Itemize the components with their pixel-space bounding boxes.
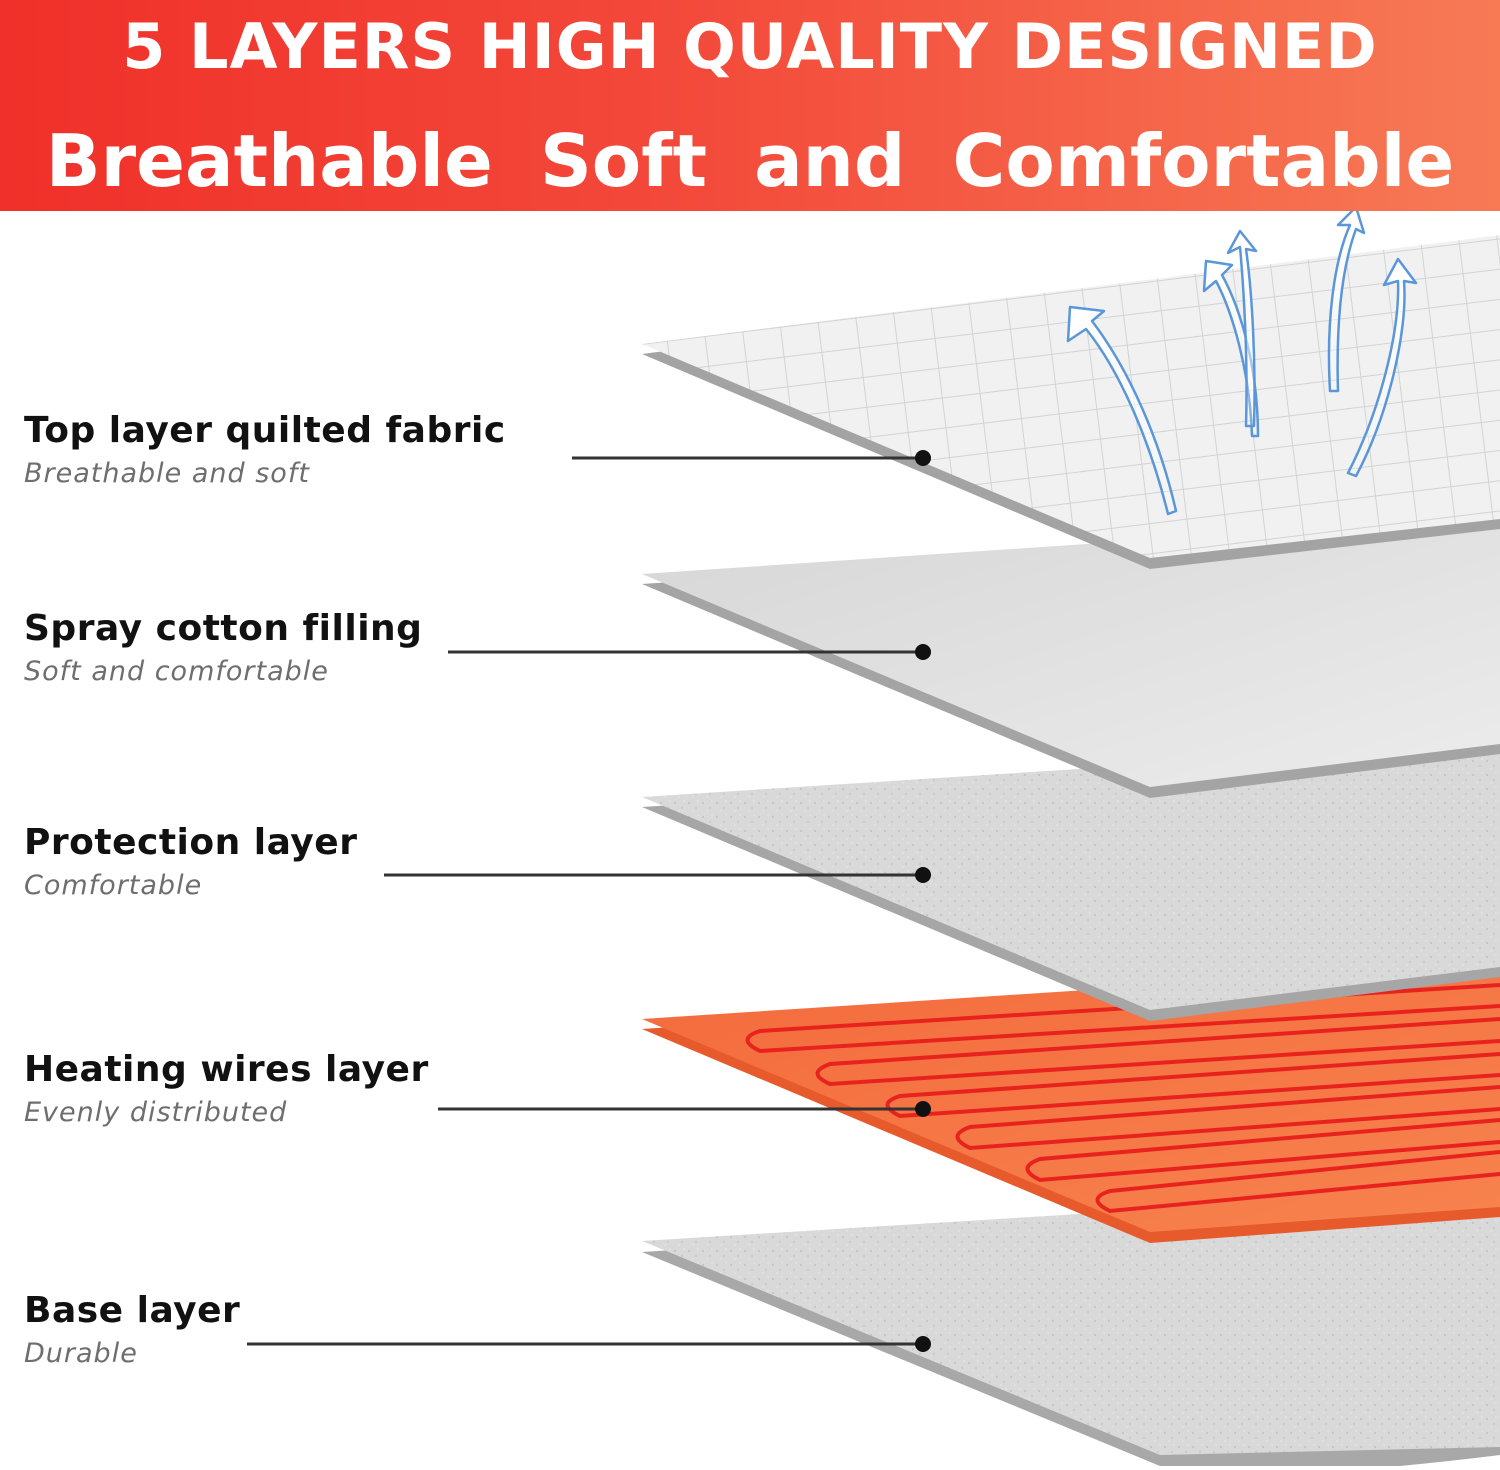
layer-subtitle: Durable: [24, 1338, 138, 1369]
leader-dot-base: [915, 1336, 931, 1352]
leader-dot-heating: [915, 1101, 931, 1117]
layer-title: Base layer: [24, 1290, 241, 1331]
layer-label-top: Top layer quilted fabric Breathable and …: [24, 409, 506, 491]
header-banner: 5 LAYERS HIGH QUALITY DESIGNED Breathabl…: [0, 0, 1500, 211]
leader-dot-protection: [915, 867, 931, 883]
layer-label-protection: Protection layer Comfortable: [24, 821, 357, 903]
layer-title: Heating wires layer: [24, 1049, 429, 1090]
layers-diagram: Top layer quilted fabric Breathable and …: [0, 211, 1500, 1470]
base-layer-sheet: [642, 1188, 1500, 1466]
layer-subtitle: Evenly distributed: [24, 1097, 288, 1128]
layer-title: Protection layer: [24, 822, 358, 863]
header-title: 5 LAYERS HIGH QUALITY DESIGNED: [122, 10, 1378, 83]
heating-wire-coils: [745, 983, 1500, 1214]
heating-wires-sheet: [642, 963, 1500, 1243]
layers-illustration: [247, 211, 1500, 1466]
leader-lines: [247, 450, 931, 1352]
layer-title: Spray cotton filling: [24, 608, 423, 649]
quilted-fabric-sheet: [642, 235, 1500, 569]
layer-title: Top layer quilted fabric: [24, 410, 506, 451]
layer-label-cotton: Spray cotton filling Soft and comfortabl…: [24, 607, 422, 689]
airflow-arrows-icon: [1066, 211, 1418, 516]
layer-subtitle: Soft and comfortable: [24, 656, 329, 687]
layer-label-base: Base layer Durable: [24, 1289, 240, 1371]
layer-label-heating: Heating wires layer Evenly distributed: [24, 1048, 429, 1130]
header-subtitle: Breathable Soft and Comfortable: [45, 119, 1455, 203]
protection-layer-sheet: [642, 742, 1500, 1021]
layer-subtitle: Breathable and soft: [24, 458, 310, 489]
leader-dot-cotton: [915, 644, 931, 660]
cotton-filling-sheet: [642, 516, 1500, 798]
layer-subtitle: Comfortable: [24, 870, 203, 901]
leader-dot-top: [915, 450, 931, 466]
